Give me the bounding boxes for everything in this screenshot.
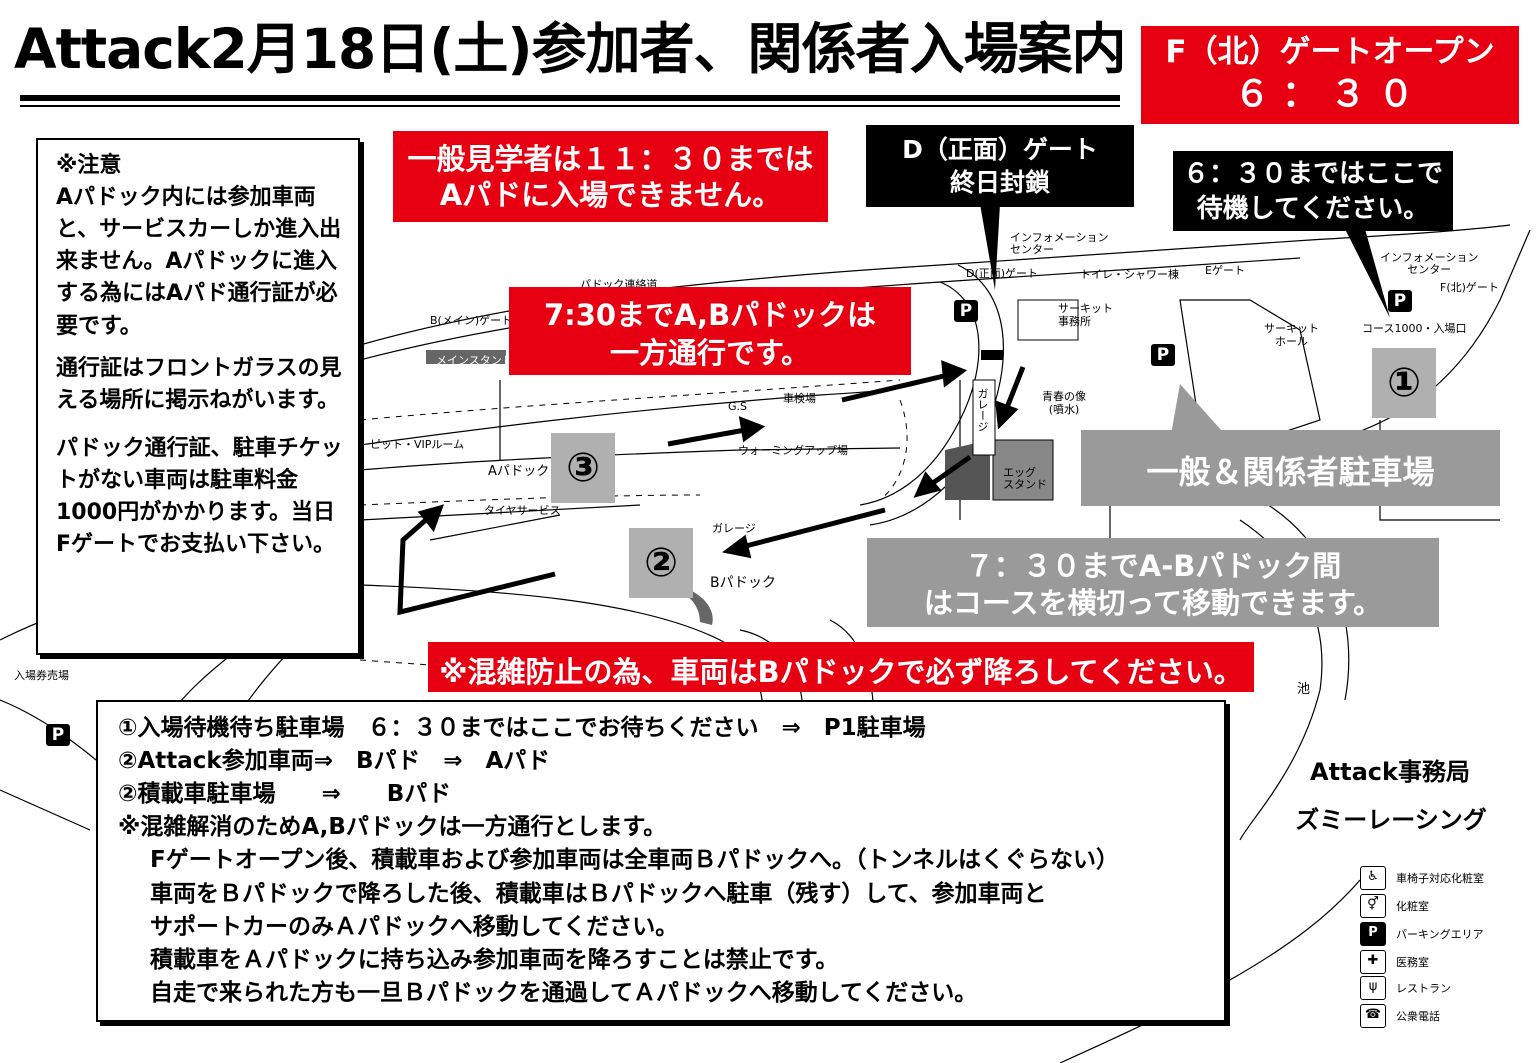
legend-label: 化粧室 bbox=[1396, 900, 1429, 913]
instruction-line: ②Attack参加車両⇒ Bパド ⇒ Aパド bbox=[118, 748, 550, 775]
map-label-b-main-gate: B(メイン)ゲート bbox=[430, 314, 513, 327]
map-label-info-center-north: インフォメーション センター bbox=[1380, 251, 1479, 277]
one-way-notice: 7:30までA,Bパドックは 一方通行です。 bbox=[509, 287, 911, 375]
one-way-line1: 7:30までA,Bパドックは bbox=[543, 298, 877, 332]
instructions-box: ①入場待機待ち駐車場 ６：３０まではここでお待ちください ⇒ P1駐車場 ②At… bbox=[96, 700, 1226, 1022]
map-label-pond: 池 bbox=[1297, 682, 1311, 697]
map-label-ticket-booth: 入場券売場 bbox=[14, 669, 69, 682]
legend-label: 車椅子対応化粧室 bbox=[1396, 872, 1484, 885]
medical-icon: ✚ bbox=[1360, 950, 1386, 974]
map-label-toilet-shower: トイレ・シャワー棟 bbox=[1080, 268, 1179, 281]
legend-label: 公衆電話 bbox=[1396, 1010, 1440, 1023]
map-label-e-gate: Eゲート bbox=[1205, 264, 1245, 277]
parking-icon: P bbox=[1388, 290, 1412, 312]
map-label-garage-b: ガレージ bbox=[712, 522, 756, 535]
legend-item: ψ レストラン bbox=[1360, 976, 1451, 1000]
legend-label: レストラン bbox=[1396, 982, 1451, 995]
notice-paragraph-3: パドック通行証、駐車チケットがない車両は駐車料金1000円がかかります。当日Fゲ… bbox=[56, 435, 343, 558]
map-label-egg-stand: エッグ スタンド bbox=[1003, 466, 1047, 492]
map-label-course-entry: コース1000・入場口 bbox=[1362, 322, 1467, 335]
map-label-circuit-office: サーキット 事務所 bbox=[1058, 302, 1113, 329]
map-label-warmup: ウォーミングアップ場 bbox=[738, 444, 848, 457]
map-label-info-center: インフォメーション センター bbox=[1010, 231, 1109, 257]
marker-2: ② bbox=[629, 528, 693, 598]
map-label-circuit-hall: サーキット ホール bbox=[1264, 322, 1319, 349]
page-title: Attack2月18日(土)参加者、関係者入場案内 bbox=[14, 17, 1127, 81]
legend-item: ♿ 車椅子対応化粧室 bbox=[1360, 866, 1484, 890]
d-gate-notice: D（正面）ゲート 終日封鎖 bbox=[866, 125, 1134, 207]
cross-course-line2: はコースを横切って移動できます。 bbox=[923, 586, 1383, 621]
unload-notice: ※混雑防止の為、車両はBパドックで必ず降ろしてください。 bbox=[428, 642, 1254, 692]
map-label-f-gate: F(北)ゲート bbox=[1440, 281, 1499, 294]
wait-notice: ６：３０まではここで 待機してください。 bbox=[1173, 151, 1453, 231]
cross-course-notice: ７：３０までA-Bパドック間 はコースを横切って移動できます。 bbox=[867, 538, 1439, 627]
notice-paragraph-2: 通行証はフロントガラスの見える場所に掲示ねがいます。 bbox=[56, 355, 342, 413]
legend-item: P パーキングエリア bbox=[1360, 922, 1484, 946]
phone-icon: ☎ bbox=[1360, 1004, 1386, 1028]
title-underline-thin bbox=[20, 105, 1120, 107]
map-label-a-paddock: Aパドック bbox=[488, 464, 550, 479]
instruction-line: Fゲートオープン後、積載車および参加車両は全車両Ｂパドックへ。（トンネルはくぐら… bbox=[150, 847, 1120, 874]
visitor-notice-line2: Aパドに入場できません。 bbox=[439, 178, 782, 213]
legend-label: 医務室 bbox=[1396, 956, 1429, 969]
parking-icon: P bbox=[1360, 922, 1386, 946]
parking-icon: P bbox=[46, 724, 70, 746]
wheelchair-toilet-icon: ♿ bbox=[1360, 866, 1386, 890]
instruction-line: ②積載車駐車場 ⇒ Bパド bbox=[118, 781, 451, 808]
restaurant-icon: ψ bbox=[1360, 976, 1386, 1000]
parking-area-label: 一般＆関係者駐車場 bbox=[1081, 430, 1500, 506]
marker-3: ③ bbox=[551, 433, 615, 503]
instruction-line: 自走で来られた方も一旦Ｂパドックを通過してＡパドックへ移動してください。 bbox=[150, 979, 978, 1006]
instruction-line: 車両をＢパドックで降ろした後、積載車はＢパドックへ駐車（残す）して、参加車両と bbox=[150, 880, 1047, 907]
gate-open-time: ６：３０ bbox=[1233, 74, 1426, 116]
wait-notice-line1: ６：３０まではここで bbox=[1182, 159, 1443, 189]
gate-open-label: F（北）ゲートオープン bbox=[1165, 34, 1495, 70]
parking-icon: P bbox=[954, 300, 978, 322]
map-label-seishun-statue: 青春の像 (噴水) bbox=[1042, 390, 1086, 417]
legend-item: ✚ 医務室 bbox=[1360, 950, 1429, 974]
d-gate-line1: D（正面）ゲート bbox=[902, 135, 1098, 164]
toilet-icon: ⚥ bbox=[1360, 894, 1386, 918]
map-label-tire-service: タイヤサービス bbox=[484, 504, 561, 517]
legend-item: ⚥ 化粧室 bbox=[1360, 894, 1429, 918]
gate-open-banner: F（北）ゲートオープン ６：３０ bbox=[1141, 26, 1519, 124]
instruction-line: 積載車をＡパドックに持ち込み参加車両を降ろすことは禁止です。 bbox=[150, 946, 839, 973]
map-label-pit-vip: ピット・VIPルーム bbox=[370, 438, 465, 451]
parking-icon: P bbox=[1151, 344, 1175, 366]
notice-paragraph-1: ※注意 Aパドック内には参加車両と、サービスカーしか進入出来ません。Aパドックに… bbox=[56, 153, 342, 339]
wait-notice-line2: 待機してください。 bbox=[1196, 194, 1430, 225]
title-underline bbox=[20, 95, 1120, 101]
map-label-gs: G.S bbox=[728, 400, 748, 413]
organizer-team: ズミーレーシング bbox=[1295, 806, 1487, 834]
legend-item: ☎ 公衆電話 bbox=[1360, 1004, 1440, 1028]
d-gate-line2: 終日封鎖 bbox=[949, 167, 1050, 197]
visitor-notice-line1: 一般見学者は１１：３０までは bbox=[407, 142, 814, 176]
instruction-line: ※混雑解消のためA,Bパドックは一方通行とします。 bbox=[118, 814, 667, 841]
instruction-line: サポートカーのみＡパドックへ移動してください。 bbox=[150, 913, 679, 940]
instruction-line: ①入場待機待ち駐車場 ６：３０まではここでお待ちください ⇒ P1駐車場 bbox=[118, 715, 926, 741]
organizer-name: Attack事務局 bbox=[1310, 758, 1470, 786]
one-way-line2: 一方通行です。 bbox=[609, 335, 811, 370]
map-label-inspection: 車検場 bbox=[783, 392, 816, 405]
notice-box: ※注意 Aパドック内には参加車両と、サービスカーしか進入出来ません。Aパドックに… bbox=[36, 138, 360, 655]
map-label-d-gate: D(正面)ゲート bbox=[966, 267, 1039, 280]
marker-1: ① bbox=[1372, 348, 1436, 418]
cross-course-line1: ７：３０までA-Bパドック間 bbox=[964, 549, 1342, 583]
map-label-b-paddock: Bパドック bbox=[710, 575, 777, 591]
legend-label: パーキングエリア bbox=[1396, 928, 1484, 941]
visitor-notice: 一般見学者は１１：３０までは Aパドに入場できません。 bbox=[393, 131, 828, 222]
map-label-garage-d: ガレージ bbox=[976, 388, 989, 432]
map-label-main-stand: メインスタンド bbox=[436, 354, 513, 367]
